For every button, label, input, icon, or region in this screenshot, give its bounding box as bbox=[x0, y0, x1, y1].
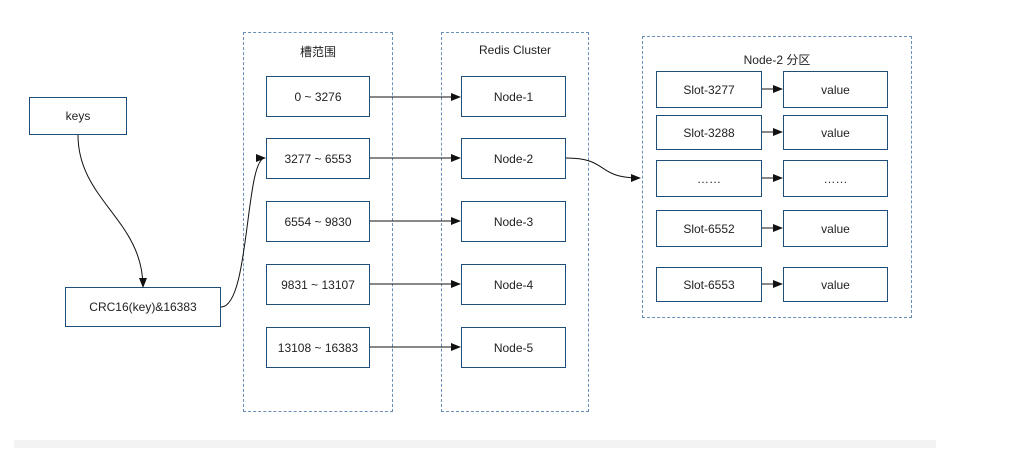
keys-box: keys bbox=[29, 97, 127, 135]
redis-cluster-group: Redis Cluster bbox=[441, 32, 589, 412]
node2-partition-group: Node-2 分区 bbox=[642, 36, 912, 318]
node-box: Node-1 bbox=[461, 76, 566, 117]
redis-cluster-group-title: Redis Cluster bbox=[478, 43, 552, 57]
node-box: Node-3 bbox=[461, 201, 566, 242]
node-box: Node-5 bbox=[461, 327, 566, 368]
slot-box: Slot-3277 bbox=[656, 71, 762, 108]
slot-box: …… bbox=[656, 160, 762, 197]
slot-range-box: 9831 ~ 13107 bbox=[266, 264, 370, 305]
slot-range-box: 13108 ~ 16383 bbox=[266, 327, 370, 368]
value-box: value bbox=[783, 71, 888, 108]
slot-box: Slot-6553 bbox=[656, 267, 762, 302]
node-box: Node-4 bbox=[461, 264, 566, 305]
slot-range-box: 3277 ~ 6553 bbox=[266, 138, 370, 179]
value-box: value bbox=[783, 267, 888, 302]
slot-range-box: 0 ~ 3276 bbox=[266, 76, 370, 117]
slot-range-group: 槽范围 bbox=[243, 32, 393, 412]
value-box: value bbox=[783, 210, 888, 247]
edge-hash-to-slot-range bbox=[220, 154, 266, 308]
edge-node2-to-partition bbox=[565, 157, 641, 182]
bottom-band bbox=[14, 440, 936, 448]
value-box: …… bbox=[783, 160, 888, 197]
edge-keys-to-hash bbox=[77, 134, 147, 288]
slot-range-box: 6554 ~ 9830 bbox=[266, 201, 370, 242]
node2-partition-group-title: Node-2 分区 bbox=[743, 53, 811, 67]
slot-range-group-title: 槽范围 bbox=[299, 45, 336, 59]
slot-box: Slot-6552 bbox=[656, 210, 762, 247]
slot-box: Slot-3288 bbox=[656, 115, 762, 150]
value-box: value bbox=[783, 115, 888, 150]
node-box: Node-2 bbox=[461, 138, 566, 179]
